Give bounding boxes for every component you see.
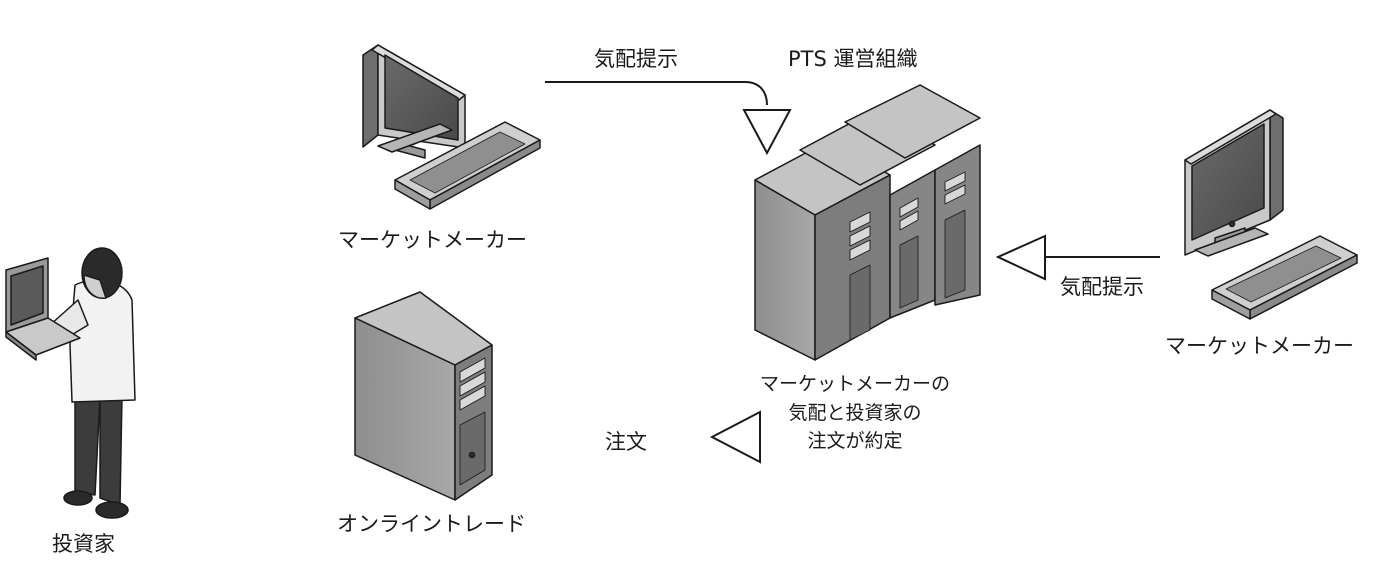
quote-label-right: 気配提示: [1060, 275, 1144, 299]
quote-arrow-top: [545, 81, 792, 156]
matching-note-line-1: マーケットメーカーの: [759, 373, 950, 395]
order-label: 注文: [605, 430, 647, 454]
desktop-computer-icon: [362, 44, 541, 210]
order-arrow: [709, 410, 761, 464]
online-trade-label: オンライントレード: [337, 512, 526, 536]
matching-note: マーケットメーカーの 気配と投資家の 注文が約定: [740, 370, 970, 456]
market-maker-label-right: マーケットメーカー: [1165, 334, 1354, 358]
quote-label-top: 気配提示: [594, 47, 678, 71]
person-with-laptop-icon: [5, 247, 136, 519]
pts-operator-label: PTS 運営組織: [788, 47, 918, 71]
investor-label: 投資家: [52, 532, 115, 556]
server-rack-icon: [754, 84, 981, 361]
desktop-computer-icon: [1184, 109, 1358, 320]
matching-note-line-2: 気配と投資家の: [788, 401, 922, 424]
matching-note-line-3: 注文が約定: [807, 430, 903, 452]
quote-arrow-right: [995, 234, 1160, 281]
market-maker-label-top: マーケットメーカー: [338, 228, 527, 252]
server-tower-icon: [354, 291, 493, 501]
